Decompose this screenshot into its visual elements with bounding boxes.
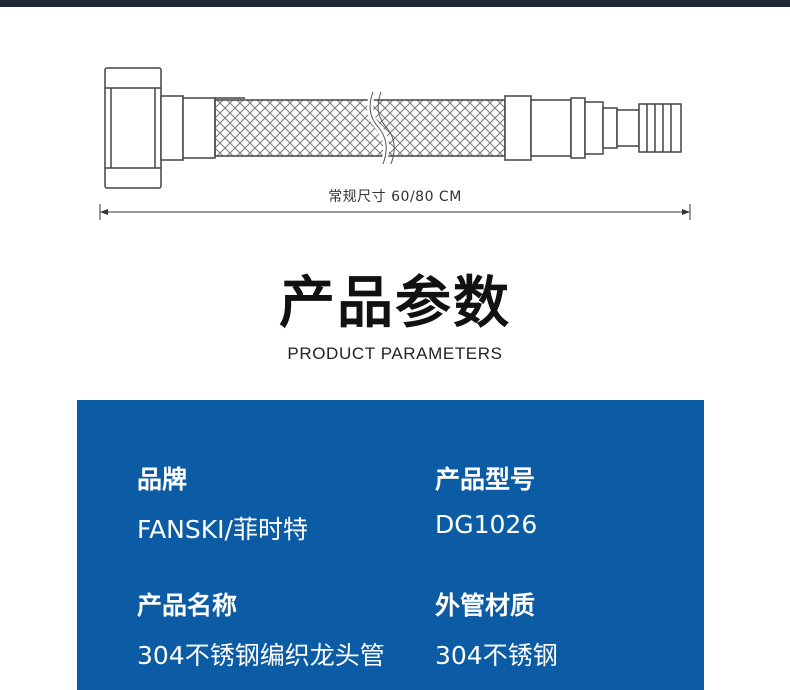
param-material: 外管材质 304不锈钢 [435, 586, 558, 672]
param-label: 品牌 [137, 465, 188, 494]
param-value: 304不锈钢编织龙头管 [137, 641, 385, 670]
param-model: 产品型号 DG1026 [435, 460, 537, 539]
dimension-label: 常规尺寸 60/80 CM [328, 189, 462, 205]
param-product-name: 产品名称 304不锈钢编织龙头管 [137, 586, 385, 672]
section-title: 产品参数 [279, 271, 511, 336]
param-label: 外管材质 [435, 591, 536, 620]
param-value: 304不锈钢 [435, 641, 558, 670]
braided-hose-icon [99, 67, 691, 220]
param-label: 产品型号 [435, 465, 536, 494]
param-brand: 品牌 FANSKI/菲时特 [137, 460, 308, 546]
param-label: 产品名称 [137, 591, 238, 620]
section-subtitle: PRODUCT PARAMETERS [287, 344, 503, 363]
param-value: FANSKI/菲时特 [137, 515, 308, 544]
parameters-panel: 品牌 FANSKI/菲时特 产品型号 DG1026 产品名称 304不锈钢编织龙… [77, 400, 704, 690]
top-bar [0, 0, 790, 7]
param-value: DG1026 [435, 510, 538, 539]
